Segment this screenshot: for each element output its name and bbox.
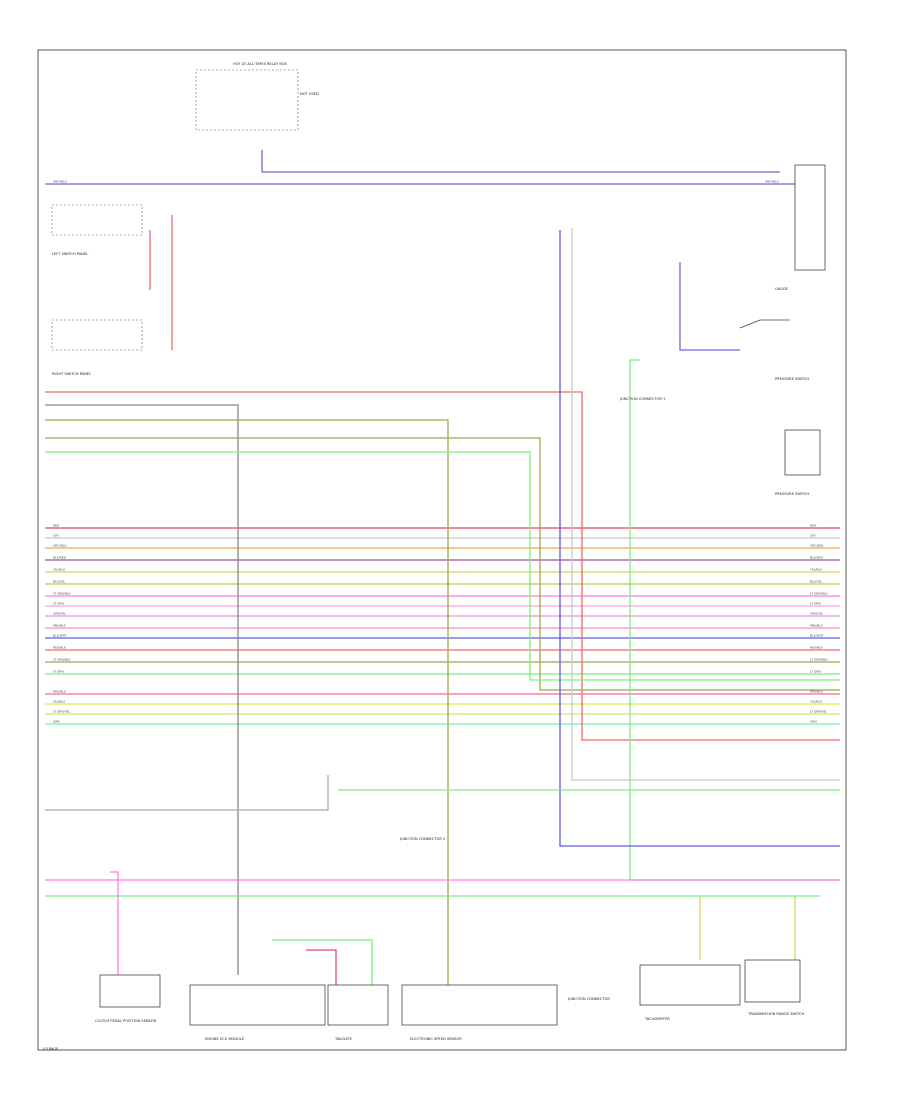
component-clutch-sensor: CLUTCH PEDAL POSITION SENSOR bbox=[95, 974, 161, 1023]
wire-label-right-17: LT GRN/YEL bbox=[810, 710, 827, 714]
wire-label-right-0: WHT/BLU bbox=[765, 180, 779, 184]
wire-label-right-4: BLK/RED bbox=[810, 556, 824, 560]
junction-connector-label: JUNCTION CONNECTOR 1 bbox=[619, 397, 665, 401]
wire-route-16 bbox=[272, 939, 373, 985]
wire-label-left-9: GRN/YEL bbox=[53, 612, 66, 616]
wire-label-right-10: PNK/BLK bbox=[810, 624, 824, 628]
wire-route-0 bbox=[261, 150, 780, 173]
wire-route-17 bbox=[306, 949, 337, 985]
component-tailgate-label: TAILGATE bbox=[334, 1037, 353, 1041]
wire-label-left-2: GRY bbox=[53, 534, 59, 538]
component-speed-sensor: ELECTRONIC SPEED SENSOR bbox=[401, 984, 558, 1041]
wire-label-right-3: ORG/BLK bbox=[810, 544, 825, 548]
wire-route-20 bbox=[110, 871, 119, 975]
wire-label-right-12: RED/BLK bbox=[810, 646, 824, 650]
left-connector-top: LEFT SWITCH PANEL bbox=[51, 204, 143, 256]
wire-label-right-9: GRN/YEL bbox=[810, 612, 823, 616]
component-junction: JUNCTION CONNECTOR bbox=[567, 997, 610, 1001]
wire-label-right-2: GRY bbox=[810, 534, 816, 538]
wire-label-left-11: BLK/WHT bbox=[53, 634, 67, 638]
component-range-switch-label: TRANSMISSION RANGE SWITCH bbox=[747, 1012, 805, 1016]
component-range-switch: TRANSMISSION RANGE SWITCH bbox=[744, 959, 805, 1016]
wire-route-13 bbox=[45, 775, 329, 811]
wire-label-left-6: BLU/YEL bbox=[53, 580, 66, 584]
wire-route-5 bbox=[45, 404, 239, 975]
junction-connector-2-label: JUNCTION CONNECTOR 2 bbox=[399, 837, 445, 841]
wire-label-left-7: LT GRN/BLK bbox=[53, 592, 71, 596]
component-tailgate: TAILGATE bbox=[327, 984, 389, 1041]
pressure-switch-1-label: PRESSURE SWITCH bbox=[775, 377, 809, 381]
wire-label-right-14: LT GRN bbox=[810, 670, 821, 674]
wire-label-layer: WHT/BLU WHT/BLU RED RED GRY GRY ORG/BLK ORG/BLK… bbox=[53, 180, 828, 724]
wire-label-right-16: YEL/BLU bbox=[810, 700, 822, 704]
wire-label-left-14: LT GRN bbox=[53, 670, 64, 674]
page-number: 1/3 PAGE bbox=[42, 1047, 59, 1051]
wire-label-left-5: YEL/BLK bbox=[53, 568, 66, 572]
wire-label-left-13: LT GRN/BLK bbox=[53, 658, 71, 662]
wire-label-left-3: ORG/BLK bbox=[53, 544, 68, 548]
wire-label-left-15: RED/BLU bbox=[53, 690, 66, 694]
wire-label-left-18: GRN bbox=[53, 720, 60, 724]
wire-label-right-15: RED/BLU bbox=[810, 690, 823, 694]
component-tachometer: TACHOMETER bbox=[639, 964, 741, 1021]
wire-route-7 bbox=[45, 437, 840, 691]
wire-label-left-17: LT GRN/YEL bbox=[53, 710, 70, 714]
wire-layer bbox=[45, 150, 840, 985]
component-clutch-sensor-label: CLUTCH PEDAL POSITION SENSOR bbox=[95, 1019, 157, 1023]
wire-route-4 bbox=[45, 391, 840, 741]
right-connector-top: GAUGE bbox=[775, 164, 826, 291]
wire-label-left-8: LT GRN bbox=[53, 602, 64, 606]
wire-label-left-0: WHT/BLU bbox=[53, 180, 67, 184]
left-connector-bottom: RIGHT SWITCH PANEL bbox=[51, 319, 143, 376]
wire-label-right-13: LT GRN/BLK bbox=[810, 658, 828, 662]
wire-route-6 bbox=[45, 419, 449, 985]
wire-label-left-10: PNK/BLK bbox=[53, 624, 67, 628]
relay-box-note: NOT USED bbox=[300, 92, 319, 96]
junction-connector: JUNCTION CONNECTOR 1 bbox=[619, 397, 665, 401]
left-connector-bottom-label: RIGHT SWITCH PANEL bbox=[52, 372, 91, 376]
relay-box-label: HOT AT ALL TIMES RELAY BOX bbox=[233, 62, 287, 66]
wire-label-right-11: BLK/WHT bbox=[810, 634, 824, 638]
component-tachometer-label: TACHOMETER bbox=[644, 1017, 670, 1021]
component-speed-sensor-label: ELECTRONIC SPEED SENSOR bbox=[410, 1037, 462, 1041]
wire-route-11 bbox=[571, 228, 840, 781]
wire-label-left-1: RED bbox=[53, 524, 60, 528]
wire-label-right-8: LT GRN bbox=[810, 602, 821, 606]
diagram-frame bbox=[37, 49, 847, 1051]
component-engine-ecu-label: ENGINE ECU MODULE bbox=[205, 1037, 245, 1041]
wire-route-10 bbox=[559, 230, 840, 847]
pressure-switch-2-label: PRESSURE SWITCH bbox=[775, 492, 809, 496]
wire-label-right-6: BLU/YEL bbox=[810, 580, 823, 584]
component-junction-label: JUNCTION CONNECTOR bbox=[567, 997, 610, 1001]
left-connector-top-label: LEFT SWITCH PANEL bbox=[52, 252, 88, 256]
junction-connector-2: JUNCTION CONNECTOR 2 bbox=[399, 837, 445, 841]
wire-label-right-1: RED bbox=[810, 524, 817, 528]
component-engine-ecu: ENGINE ECU MODULE bbox=[189, 984, 326, 1041]
wire-label-right-18: GRN bbox=[810, 720, 817, 724]
right-connector-top-label: GAUGE bbox=[775, 287, 789, 291]
wire-route-9 bbox=[629, 359, 840, 881]
pressure-switch-2: PRESSURE SWITCH bbox=[775, 429, 821, 496]
wire-label-left-16: YEL/BLU bbox=[53, 700, 65, 704]
pressure-switch-1: PRESSURE SWITCH bbox=[739, 319, 809, 381]
wire-route-1 bbox=[679, 262, 740, 351]
wire-label-left-12: RED/BLK bbox=[53, 646, 67, 650]
wire-label-right-5: YEL/BLK bbox=[810, 568, 823, 572]
relay-box: HOT AT ALL TIMES RELAY BOX NOT USED bbox=[195, 62, 319, 131]
wire-label-right-7: LT GRN/BLK bbox=[810, 592, 828, 596]
wire-label-left-4: BLK/RED bbox=[53, 556, 67, 560]
wire-route-8 bbox=[45, 451, 840, 681]
